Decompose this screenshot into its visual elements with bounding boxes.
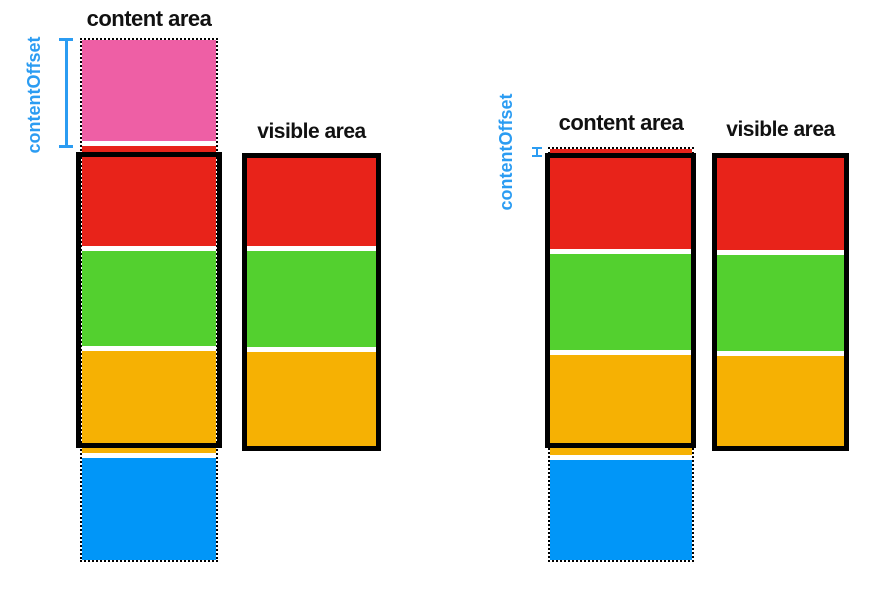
red-block (82, 146, 216, 246)
visible-area-overlay (76, 152, 222, 448)
blue-block (82, 458, 216, 560)
red-block (247, 158, 376, 246)
visible-area-overlay (545, 153, 696, 448)
blue-block (550, 460, 692, 560)
visible-area-label: visible area (726, 118, 835, 141)
content-area-box (80, 38, 218, 562)
orange-block (717, 356, 844, 446)
visible-area-box (242, 153, 381, 451)
orange-block (550, 355, 692, 455)
visible-area-label: visible area (257, 120, 366, 143)
green-block (247, 251, 376, 347)
green-block (82, 251, 216, 346)
visible-area-box (712, 153, 849, 451)
pink-block (82, 40, 216, 141)
bracket-bottom-cap-icon (59, 145, 73, 148)
red-block (717, 158, 844, 250)
bracket-bottom-cap-icon (532, 155, 542, 157)
content-area-label: content area (558, 110, 684, 135)
green-block (717, 255, 844, 351)
orange-block (247, 352, 376, 446)
content-area-label: content area (86, 6, 212, 31)
orange-block (82, 351, 216, 453)
bracket-line-icon (65, 38, 68, 148)
content-offset-label: contentOffset (496, 93, 516, 211)
red-block (550, 149, 692, 249)
bracket-line-icon (536, 147, 538, 157)
green-block (550, 254, 692, 350)
